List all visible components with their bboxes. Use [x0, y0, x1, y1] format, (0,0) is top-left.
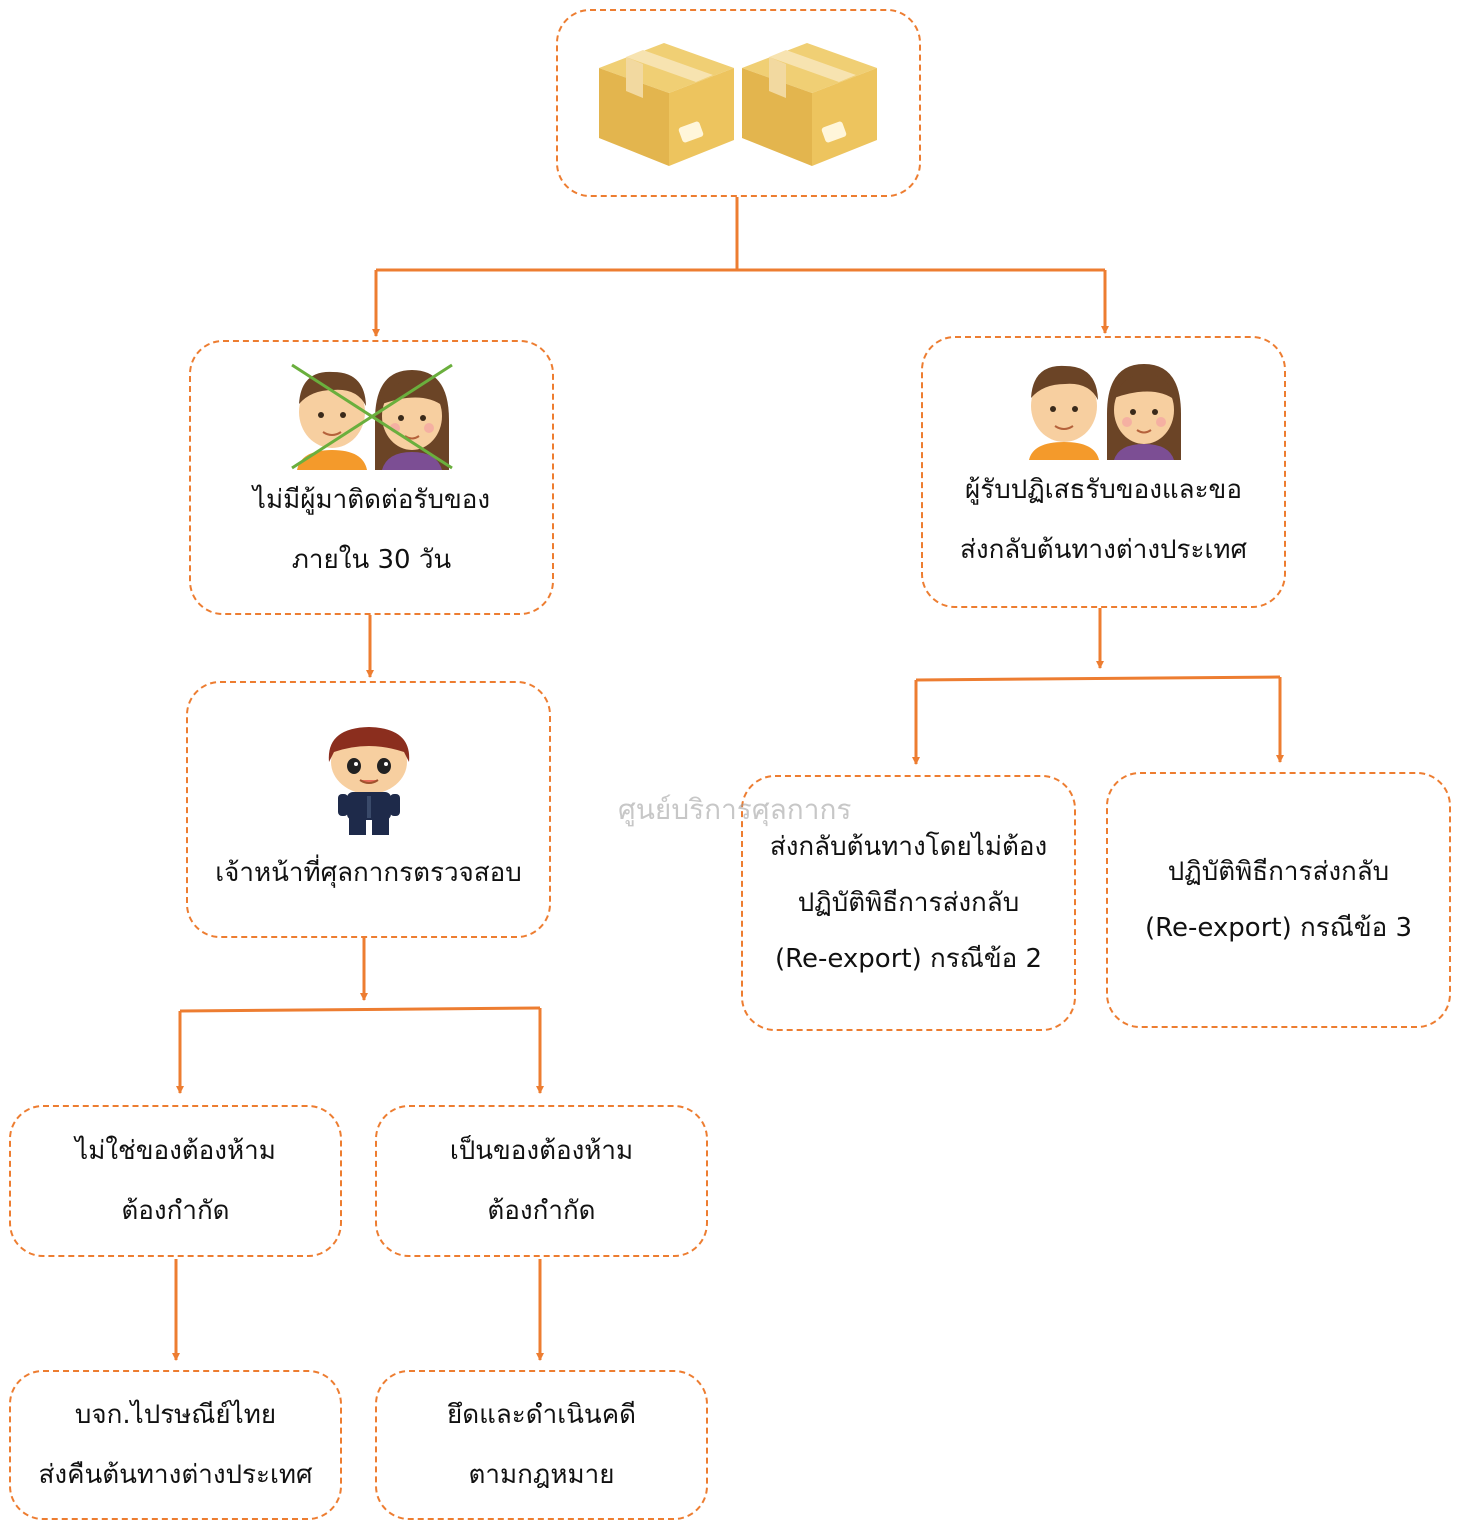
thailand-post-line-1: บจก.ไปรษณีย์ไทย: [74, 1400, 277, 1430]
thailand-post-label: บจก.ไปรษณีย์ไทย ส่งคืนต้นทางต่างประเทศ: [39, 1385, 313, 1505]
parcels-node: [556, 9, 921, 197]
officer-node: เจ้าหน้าที่ศุลกากรตรวจสอบ: [186, 681, 551, 938]
prohibited-line-1: เป็นของต้องห้าม: [449, 1136, 634, 1166]
seize-node: ยึดและดำเนินคดี ตามกฎหมาย: [375, 1370, 708, 1520]
thailand-post-line-2: ส่งคืนต้นทางต่างประเทศ: [38, 1460, 313, 1490]
reexport-label: ปฏิบัติพิธีการส่งกลับ (Re-export) กรณีข้…: [1145, 844, 1412, 956]
prohibited-line-2: ต้องกำกัด: [487, 1196, 596, 1226]
return-no-procedure-line-3: (Re-export) กรณีข้อ 2: [774, 944, 1043, 974]
people-icon: [1028, 364, 1181, 460]
return-no-procedure-line-2: ปฏิบัติพิธีการส่งกลับ: [797, 888, 1020, 918]
crossed-out-people-icon: [290, 363, 453, 470]
refuse-line-2: ส่งกลับต้นทางต่างประเทศ: [960, 535, 1247, 565]
refuse-line-1: ผู้รับปฏิเสธรับของและขอ: [965, 475, 1242, 505]
reexport-node: ปฏิบัติพิธีการส่งกลับ (Re-export) กรณีข้…: [1106, 772, 1451, 1028]
no-contact-label: ไม่มีผู้มาติดต่อรับของ ภายใน 30 วัน: [253, 470, 490, 590]
watermark: ศูนย์บริการศุลกากร: [618, 793, 852, 826]
prohibited-node: เป็นของต้องห้าม ต้องกำกัด: [375, 1105, 708, 1257]
reexport-line-2: (Re-export) กรณีข้อ 3: [1144, 913, 1413, 943]
refuse-label: ผู้รับปฏิเสธรับของและขอ ส่งกลับต้นทางต่า…: [960, 460, 1247, 580]
not-prohibited-label: ไม่ใช่ของต้องห้าม ต้องกำกัด: [75, 1121, 276, 1241]
connector-refuse-branch: [915, 675, 1281, 682]
officer-label: เจ้าหน้าที่ศุลกากรตรวจสอบ: [215, 843, 522, 903]
seize-line-2: ตามกฎหมาย: [468, 1460, 615, 1490]
not-prohibited-line-2: ต้องกำกัด: [121, 1196, 230, 1226]
return-no-procedure-line-1: ส่งกลับต้นทางโดยไม่ต้อง: [769, 832, 1048, 862]
seize-label: ยึดและดำเนินคดี ตามกฎหมาย: [447, 1385, 636, 1505]
not-prohibited-line-1: ไม่ใช่ของต้องห้าม: [75, 1136, 276, 1166]
connector-officer-branch: [179, 1006, 541, 1013]
prohibited-label: เป็นของต้องห้าม ต้องกำกัด: [450, 1121, 633, 1241]
no-contact-node: ไม่มีผู้มาติดต่อรับของ ภายใน 30 วัน: [189, 340, 554, 615]
reexport-line-1: ปฏิบัติพิธีการส่งกลับ: [1167, 857, 1390, 887]
no-contact-line-1: ไม่มีผู้มาติดต่อรับของ: [252, 484, 491, 515]
no-contact-line-2: ภายใน 30 วัน: [291, 544, 452, 575]
not-prohibited-node: ไม่ใช่ของต้องห้าม ต้องกำกัด: [9, 1105, 342, 1257]
refuse-node: ผู้รับปฏิเสธรับของและขอ ส่งกลับต้นทางต่า…: [921, 336, 1286, 608]
parcel-boxes-icon: [598, 43, 877, 166]
return-no-procedure-label: ส่งกลับต้นทางโดยไม่ต้อง ปฏิบัติพิธีการส่…: [770, 819, 1047, 987]
officer-line-1: เจ้าหน้าที่ศุลกากรตรวจสอบ: [215, 858, 522, 888]
customs-officer-icon: [328, 727, 409, 835]
seize-line-1: ยึดและดำเนินคดี: [447, 1400, 636, 1430]
return-no-procedure-node: ส่งกลับต้นทางโดยไม่ต้อง ปฏิบัติพิธีการส่…: [741, 775, 1076, 1031]
thailand-post-node: บจก.ไปรษณีย์ไทย ส่งคืนต้นทางต่างประเทศ: [9, 1370, 342, 1520]
